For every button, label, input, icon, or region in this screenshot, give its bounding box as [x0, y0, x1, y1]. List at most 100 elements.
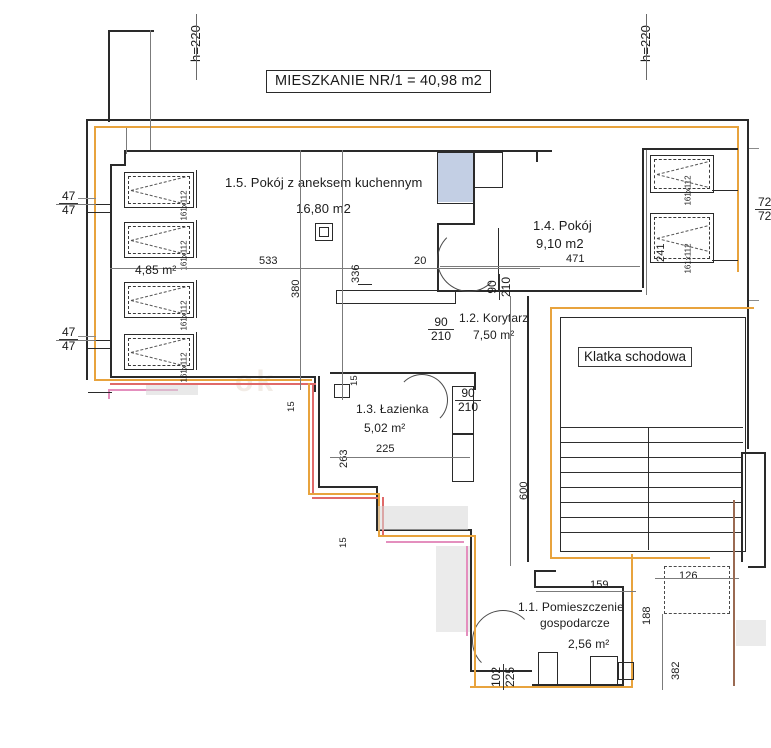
- room11-wall-top-v: [534, 570, 536, 588]
- window-size-label: 161x112: [683, 175, 693, 206]
- balcony-door-frame: [437, 152, 475, 204]
- overlay-pink-1-5: [108, 389, 178, 392]
- dim-value: 47: [59, 326, 79, 340]
- window-size-label: 161x112: [179, 300, 189, 331]
- stair-tread: [561, 532, 743, 533]
- overlay-orange-right-v: [474, 535, 477, 687]
- balcony-leader: [212, 268, 298, 269]
- overlay-red-corridor-v: [312, 383, 315, 493]
- top-wall-return: [536, 150, 538, 162]
- dim-126-line: [655, 578, 739, 579]
- shaft-dashed-box: [664, 566, 730, 614]
- stairwell-outline: [560, 317, 746, 552]
- room15-wall-left2: [110, 164, 126, 166]
- stair-tread: [561, 457, 743, 458]
- room11-wall-top2: [534, 586, 624, 588]
- top-wall-return-h: [536, 150, 552, 152]
- window-left-2: 161x112: [124, 222, 194, 271]
- dim-15-b: 15: [286, 401, 297, 412]
- room11-insulation-bottom: [470, 686, 633, 689]
- balcony-door-fill: [437, 152, 473, 202]
- window-left-4: 161x112: [124, 334, 194, 383]
- door-arc-room-1-1: [472, 610, 534, 672]
- balcony-area: 4,85 m²: [135, 263, 177, 277]
- door-arc-bathroom: [396, 374, 448, 426]
- dim-159: 159: [590, 579, 609, 591]
- overlay-red-corridor-h: [312, 497, 378, 500]
- dim-471: 471: [566, 253, 585, 265]
- door-dim-bathroom: 90 210: [455, 387, 482, 414]
- door-dim-1-4: 90 210: [485, 273, 513, 300]
- room-1-4-area: 9,10 m2: [536, 236, 584, 251]
- fixture-bath-3: [452, 434, 474, 482]
- room15-wall-left: [124, 150, 126, 165]
- room-1-4-name: 1.4. Pokój: [533, 218, 592, 233]
- dim-225: 225: [376, 443, 395, 455]
- stairwell-insulation-left: [550, 307, 553, 559]
- height-note-left-leader: [196, 14, 197, 80]
- fixture-room-1-1-a: [538, 652, 558, 686]
- stair-tread: [561, 502, 743, 503]
- dim-47-47-upper: 47 47: [59, 190, 79, 217]
- window-right-1: 161x112: [650, 155, 714, 206]
- corridor-wall-right: [527, 296, 529, 562]
- room14-wall-bottom: [437, 290, 642, 292]
- right-outer-wall-lower3: [748, 566, 766, 568]
- window-size-label: 161x112: [179, 240, 189, 271]
- height-note-right-leader: [646, 14, 647, 80]
- dim-value: 102: [489, 663, 504, 690]
- dim-grid-left: [150, 30, 151, 150]
- room15-wall-left3: [110, 164, 112, 376]
- door-dim-corridor: 90 210: [428, 316, 455, 343]
- fixture-room-1-1-b: [590, 656, 618, 686]
- room14-wall-top: [642, 148, 738, 150]
- dim-382: 382: [670, 661, 682, 680]
- dim-600-line: [510, 296, 511, 566]
- insulation-right: [737, 126, 740, 272]
- window-frame: [654, 217, 710, 259]
- corridor-fixture: [336, 290, 456, 304]
- window-left-1: 161x112: [124, 172, 194, 221]
- dim-15-a: 15: [349, 375, 360, 386]
- corridor-fixture-notch: [358, 284, 372, 286]
- dim-533: 533: [259, 255, 278, 267]
- window-size-label: 161x112: [683, 243, 693, 274]
- bath-wall-top: [330, 372, 476, 374]
- outer-wall-left: [86, 128, 88, 380]
- dim-471-line: [440, 266, 640, 267]
- corridor-wall-lower-v: [470, 529, 472, 671]
- corridor-wall-mid-v: [376, 486, 378, 531]
- title-box: MIESZKANIE NR/1 = 40,98 m2: [266, 70, 492, 93]
- room-1-5-name: 1.5. Pokój z aneksem kuchennym: [225, 175, 423, 190]
- stairwell-label: Klatka schodowa: [578, 347, 693, 367]
- outer-wall-right: [747, 119, 749, 449]
- bottom-stub-left: [88, 392, 112, 394]
- dim-533-line: [110, 268, 540, 269]
- floor-symbol-room-1-5: [315, 223, 333, 241]
- dim-value-2: 47: [62, 202, 76, 217]
- right-notch-b: [749, 300, 759, 301]
- overlay-red-bottom-1-5: [110, 383, 316, 386]
- fill-mid-slab: [378, 506, 468, 530]
- window-frame: [128, 226, 190, 254]
- dim-126: 126: [679, 570, 698, 582]
- stair-stringer: [648, 427, 649, 550]
- room11-wall-right: [622, 586, 624, 686]
- window-swing: [655, 160, 709, 188]
- outer-wall-left-upper: [86, 119, 88, 128]
- window-left-4-jamb: [196, 332, 197, 370]
- room-1-1-area: 2,56 m²: [568, 637, 610, 651]
- dim-159-line: [536, 591, 636, 592]
- room14-wall-left: [642, 148, 644, 288]
- window-left-1-jamb: [196, 170, 197, 208]
- stairwell-insulation-bottom: [550, 557, 710, 560]
- dim-47-leader-a: [56, 204, 96, 205]
- window-frame: [128, 286, 190, 314]
- dim-380-line: [300, 150, 301, 390]
- dim-241-line: [646, 150, 647, 295]
- outer-wall-left-cap: [108, 30, 154, 32]
- door-height: 210: [431, 328, 452, 343]
- dim-382-line: [662, 614, 663, 690]
- dim-102-225-wrap: 102 225: [489, 663, 517, 690]
- insulation-left: [94, 126, 97, 381]
